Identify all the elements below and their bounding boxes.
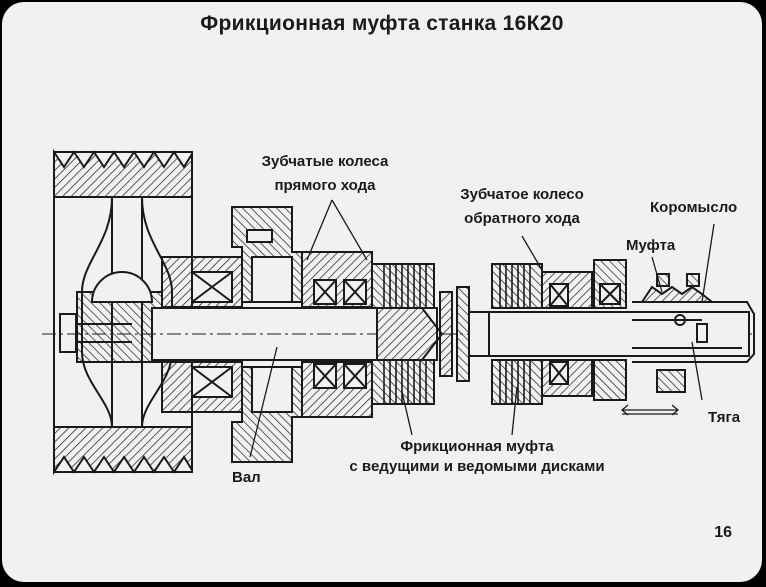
page-number: 16: [714, 524, 732, 541]
label-shaft: Вал: [232, 469, 261, 486]
label-gear-reverse-line1: Зубчатое колесо: [460, 186, 584, 203]
label-coupling: Муфта: [626, 237, 676, 254]
forward-gears: [301, 251, 373, 418]
friction-clutch-forward: [371, 263, 444, 405]
label-gears-forward-line1: Зубчатые колеса: [261, 153, 389, 170]
leader-lines: [249, 199, 715, 458]
label-rocker: Коромысло: [650, 199, 738, 216]
pulley: [53, 148, 193, 476]
rod-assembly: [632, 273, 755, 393]
label-friction-line2: с ведущими и ведомыми дисками: [349, 458, 605, 475]
label-gear-reverse-line2: обратного хода: [464, 210, 580, 227]
label-gears-forward-line2: прямого хода: [274, 177, 376, 194]
left-housing: [161, 206, 303, 463]
label-rod: Тяга: [708, 409, 741, 426]
label-friction-clutch: Фрикционная муфта с ведущими и ведомыми …: [322, 437, 632, 477]
label-gear-reverse: Зубчатое колесо обратного хода: [442, 185, 602, 229]
label-gears-forward: Зубчатые колеса прямого хода: [250, 152, 400, 196]
slide-title: Фрикционная муфта станка 16К20: [200, 12, 564, 35]
friction-clutch-reverse: [488, 259, 750, 405]
label-friction-line1: Фрикционная муфта: [400, 438, 554, 455]
clutch-center: [439, 286, 490, 382]
